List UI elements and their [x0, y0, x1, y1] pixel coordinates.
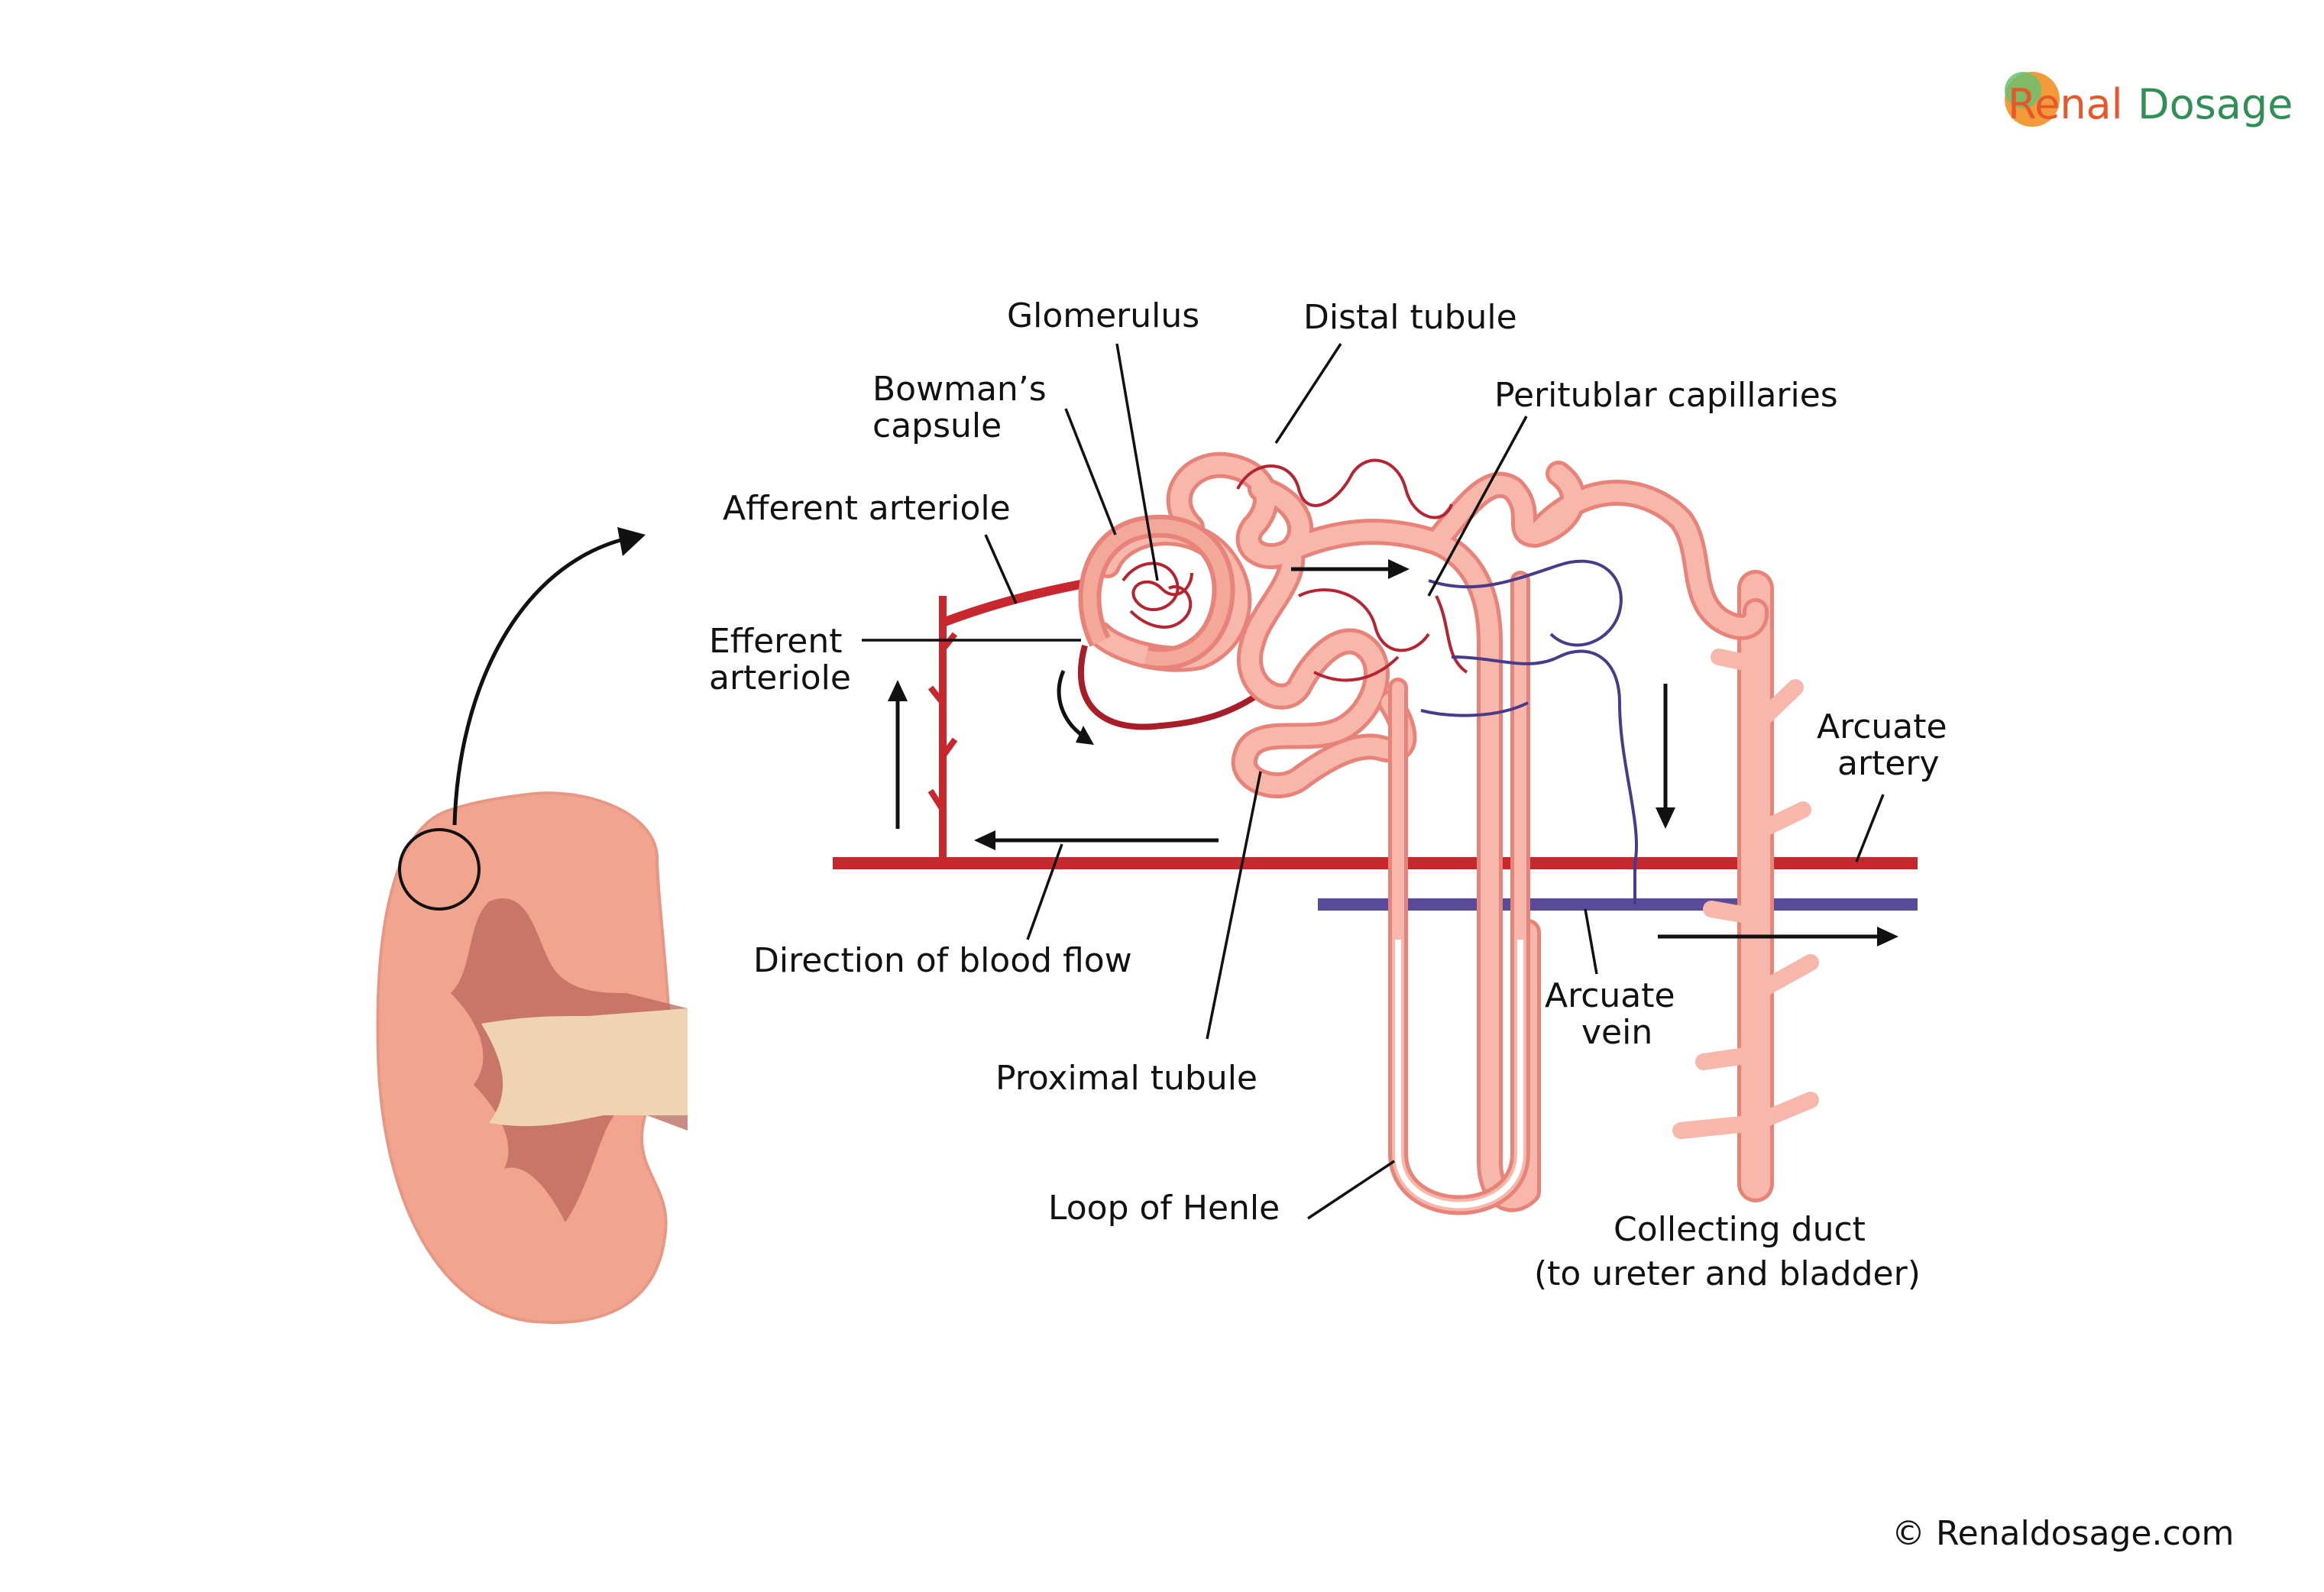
label-arcuate-artery-line2: artery — [1837, 744, 1940, 783]
label-arcuate-vein-line2: vein — [1581, 1013, 1652, 1052]
label-arcuate-artery-line1: Arcuate — [1817, 707, 1947, 746]
leader-lines — [862, 343, 1885, 1220]
label-distal-tubule: Distal tubule — [1303, 298, 1517, 337]
renal-pelvis — [481, 1008, 688, 1127]
copyright-text: © Renaldosage.com — [1892, 1514, 2234, 1553]
label-proximal-tubule: Proximal tubule — [995, 1059, 1257, 1098]
label-glomerulus: Glomerulus — [1007, 296, 1199, 335]
label-arcuate-vein-line1: Arcuate — [1545, 976, 1675, 1015]
collecting-duct — [1672, 570, 1819, 1202]
label-efferent-line2: arteriole — [709, 658, 851, 697]
label-loop-of-henle: Loop of Henle — [1048, 1189, 1280, 1228]
label-direction-blood-flow: Direction of blood flow — [753, 941, 1132, 980]
label-peritubular-capillaries: Peritublar capillaries — [1494, 376, 1838, 415]
logo-word-renal: Renal — [2008, 80, 2123, 128]
interlobular-artery — [927, 596, 958, 863]
afferent-arteriole — [940, 576, 1102, 627]
label-bowmans-line1: Bowman’s — [872, 370, 1047, 409]
loop-of-henle — [1387, 571, 1530, 1215]
label-efferent-line1: Efferent — [709, 622, 843, 661]
logo: Renal Dosage — [2005, 72, 2293, 128]
nephron-tubule — [1087, 451, 1769, 1212]
bowmans-capsule — [1078, 514, 1235, 671]
glomerulus-capillaries — [1122, 561, 1193, 629]
labels: Glomerulus Distal tubule Bowman’s capsul… — [709, 296, 1947, 1293]
label-bowmans-line2: capsule — [872, 406, 1002, 445]
kidney-illustration — [376, 527, 688, 1324]
logo-word-dosage: Dosage — [2138, 80, 2293, 128]
zoom-circle — [398, 828, 481, 911]
label-afferent-arteriole: Afferent arteriole — [723, 489, 1011, 528]
label-collecting-line1: Collecting duct — [1614, 1210, 1866, 1249]
zoom-arrow — [452, 536, 627, 826]
efferent-arteriole — [1078, 644, 1270, 730]
flow-arrows — [888, 559, 1898, 946]
label-collecting-line2: (to ureter and bladder) — [1534, 1254, 1921, 1293]
peritubular-capillaries — [1236, 458, 1639, 904]
